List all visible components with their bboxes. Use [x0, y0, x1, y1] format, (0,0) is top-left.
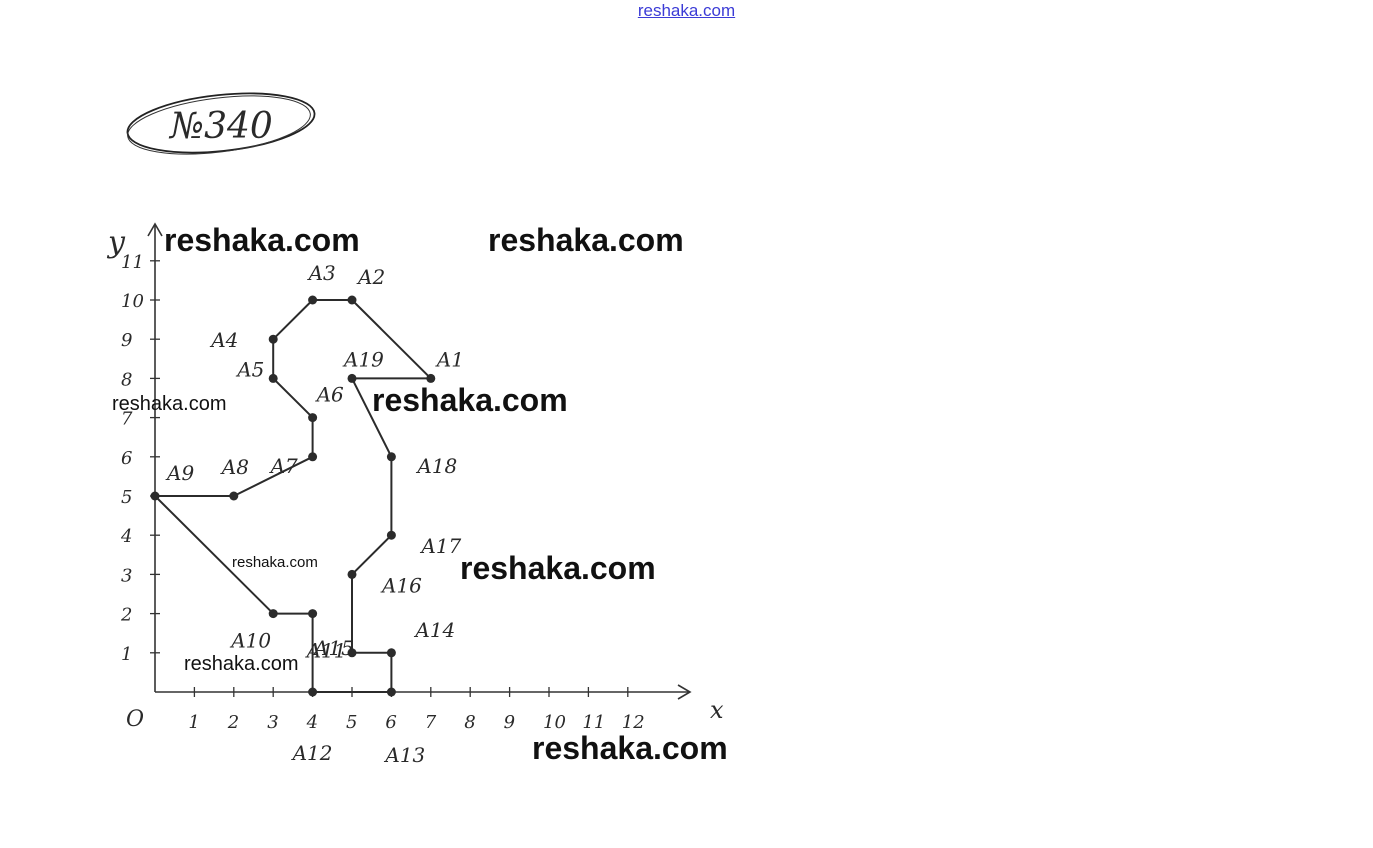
- x-tick-label: 8: [464, 712, 475, 733]
- x-tick-label: 12: [622, 712, 645, 733]
- y-tick-label: 10: [121, 291, 144, 312]
- x-tick-label: 1: [188, 712, 199, 733]
- vertex-label: A10: [229, 629, 271, 653]
- y-axis-label: y: [106, 225, 126, 260]
- x-tick-label: 9: [504, 712, 515, 733]
- watermark: reshaka.com: [488, 222, 684, 258]
- polygon-edge: [154, 495, 275, 615]
- x-tick-label: 7: [425, 712, 437, 733]
- vertex-label: A7: [269, 454, 298, 478]
- vertex-label: A13: [383, 743, 425, 767]
- vertex-point: [308, 452, 318, 462]
- watermark: reshaka.com: [112, 393, 227, 415]
- origin-label: O: [126, 707, 144, 732]
- x-tick-label: 11: [582, 712, 605, 733]
- polygon-edge: [272, 377, 314, 419]
- polygon-edge: [351, 534, 393, 576]
- y-tick-label: 4: [120, 526, 132, 547]
- x-axis-arrow: [677, 684, 692, 700]
- y-tick-label: 6: [121, 448, 132, 469]
- vertex-point: [426, 373, 436, 383]
- vertex-label: A1: [435, 347, 464, 371]
- vertex-point: [386, 648, 396, 658]
- watermark: reshaka.com: [164, 222, 360, 258]
- vertex-point: [347, 295, 357, 305]
- vertex-label: A4: [209, 328, 238, 352]
- y-tick-label: 1: [121, 644, 132, 665]
- polygon-edge: [351, 299, 432, 380]
- y-tick-label: 3: [121, 565, 132, 586]
- y-tick-label: 9: [121, 330, 132, 351]
- y-tick-label: 7: [121, 409, 133, 430]
- y-tick-label: 8: [121, 369, 132, 390]
- vertex-label: A12: [291, 741, 333, 765]
- vertex-label: A11: [305, 639, 347, 663]
- vertex-label: A15: [312, 636, 354, 660]
- vertex-label: A9: [165, 461, 194, 485]
- polygon-edge: [351, 377, 393, 458]
- vertex-point: [268, 334, 278, 344]
- vertex-point: [386, 530, 396, 540]
- vertex-label: A19: [342, 347, 384, 371]
- x-tick-label: 3: [267, 712, 278, 733]
- vertex-label: A2: [356, 265, 385, 289]
- x-tick-label: 6: [385, 712, 396, 733]
- vertex-point: [308, 295, 318, 305]
- y-tick-label: 11: [121, 252, 144, 273]
- vertex-point: [347, 569, 357, 579]
- vertex-point: [347, 373, 357, 383]
- vertex-point: [229, 491, 239, 501]
- problem-number: №340: [168, 106, 273, 147]
- vertex-point: [386, 452, 396, 462]
- x-tick-label: 5: [346, 712, 357, 733]
- vertex-point: [308, 609, 318, 619]
- vertex-point: [347, 648, 357, 658]
- vertex-label: A3: [307, 261, 336, 285]
- problem-badge: №340: [126, 92, 316, 155]
- y-tick-label: 2: [120, 605, 132, 626]
- watermark: reshaka.com: [232, 554, 318, 571]
- watermark: reshaka.com: [372, 382, 568, 418]
- vertex-point: [308, 687, 318, 697]
- vertex-point: [268, 373, 278, 383]
- header-link[interactable]: reshaka.com: [637, 1, 736, 20]
- x-tick-label: 4: [306, 712, 318, 733]
- x-tick-label: 10: [543, 712, 566, 733]
- vertex-label: A8: [220, 455, 249, 479]
- watermark: reshaka.com: [184, 653, 299, 675]
- polygon-edge: [272, 299, 314, 341]
- vertex-point: [150, 491, 160, 501]
- vertex-label: A16: [380, 573, 422, 597]
- watermark: reshaka.com: [532, 730, 728, 766]
- vertex-point: [308, 413, 318, 423]
- watermark: reshaka.com: [460, 550, 656, 586]
- y-tick-label: 5: [121, 487, 132, 508]
- vertex-label: A17: [419, 534, 461, 558]
- x-axis-label: x: [710, 696, 724, 724]
- vertex-label: A14: [413, 618, 455, 642]
- vertex-label: A18: [415, 454, 457, 478]
- polygon-edge: [232, 455, 314, 497]
- vertex-label: A5: [235, 357, 264, 381]
- x-tick-label: 2: [227, 712, 239, 733]
- vertex-point: [268, 609, 278, 619]
- vertex-label: A6: [315, 383, 344, 407]
- vertex-point: [386, 687, 396, 697]
- y-axis-arrow: [147, 222, 163, 237]
